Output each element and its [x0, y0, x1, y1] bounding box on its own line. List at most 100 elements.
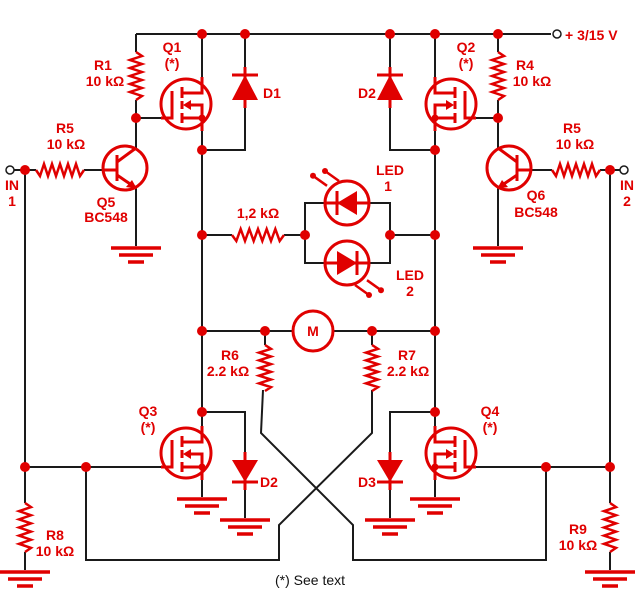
- junction-dot: [605, 165, 615, 175]
- resistor-r4: [488, 50, 508, 102]
- transistor-q6: [485, 144, 533, 192]
- bjt-collector: [116, 146, 137, 164]
- motor-label: M: [307, 323, 319, 339]
- mosfet-arrow: [446, 449, 454, 459]
- q1-note: (*): [165, 55, 180, 71]
- junction-dot: [430, 145, 440, 155]
- r1-value: 10 kΩ: [86, 73, 124, 89]
- junction-dot: [240, 29, 250, 39]
- resistor-zigzag: [254, 343, 276, 393]
- diode-triangle: [232, 460, 258, 482]
- q5-type: BC548: [84, 209, 128, 225]
- r8-value: 10 kΩ: [36, 543, 74, 559]
- resistor-r5-left: [34, 160, 86, 180]
- ground-q4: [410, 497, 460, 515]
- light-arrow-head: [378, 287, 384, 294]
- ground-q6: [473, 246, 523, 264]
- ground-q3: [177, 497, 227, 515]
- mosfet-q4: [424, 426, 478, 480]
- r6-value: 2.2 kΩ: [207, 363, 249, 379]
- q4-label: Q4: [481, 403, 500, 419]
- q2-note: (*): [459, 55, 474, 71]
- mosfet-body-link: [188, 452, 204, 467]
- supply-label: + 3/15 V: [565, 27, 618, 43]
- resistor-r7: [361, 343, 383, 393]
- supply-terminal: [552, 29, 562, 39]
- resistor-r5-right: [550, 160, 602, 180]
- r8-label: R8: [46, 527, 64, 543]
- resistor-zigzag: [230, 225, 286, 245]
- bjt-arrow: [497, 180, 508, 189]
- ground-q5: [111, 246, 161, 264]
- q4-note: (*): [483, 419, 498, 435]
- ground-d3: [365, 518, 415, 536]
- r7-label: R7: [398, 347, 416, 363]
- mosfet-body: [424, 77, 478, 131]
- wire-d2bot: [202, 411, 246, 460]
- r5-left-label: R5: [56, 120, 74, 136]
- q6-label: Q6: [527, 187, 546, 203]
- resistor-led: [230, 225, 286, 245]
- mosfet-gate: [161, 91, 174, 120]
- diode-triangle: [377, 75, 403, 100]
- junction-dot: [430, 29, 440, 39]
- mosfet-gate: [463, 440, 476, 469]
- junction-dot: [197, 29, 207, 39]
- q3-label: Q3: [139, 403, 158, 419]
- in1-terminal: [5, 165, 15, 175]
- cross-r7-q3: [85, 390, 373, 561]
- r4-value: 10 kΩ: [513, 73, 551, 89]
- led-1: [310, 168, 371, 227]
- junction-dot: [541, 462, 551, 472]
- mosfet-dot: [431, 114, 439, 122]
- resistor-r8: [15, 501, 35, 554]
- junction-dot: [300, 230, 310, 240]
- led-triangle: [337, 191, 357, 215]
- junction-dot: [20, 462, 30, 472]
- resistor-zigzag: [15, 501, 35, 554]
- d2-top-label: D2: [358, 85, 376, 101]
- mosfet-body: [159, 77, 213, 131]
- in2-num: 2: [623, 193, 631, 209]
- r4-label: R4: [516, 57, 534, 73]
- led-triangle: [337, 251, 357, 275]
- resistor-zigzag: [488, 50, 508, 102]
- ground-r8: [0, 570, 50, 588]
- q5-label: Q5: [97, 194, 116, 210]
- q2-label: Q2: [457, 39, 476, 55]
- led1-num: 1: [384, 178, 392, 194]
- mosfet-body: [424, 426, 478, 480]
- mosfet-gate: [463, 91, 476, 120]
- mosfet-arrow: [183, 100, 191, 110]
- junction-dot: [430, 230, 440, 240]
- led2-num: 2: [406, 283, 414, 299]
- q3-note: (*): [141, 419, 156, 435]
- bjt-body: [485, 144, 533, 192]
- mosfet-dot: [198, 463, 206, 471]
- led2-label: LED: [396, 267, 424, 283]
- r5-right-value: 10 kΩ: [556, 136, 594, 152]
- diode-d2-bottom: [232, 452, 258, 490]
- mosfet-arrow: [446, 100, 454, 110]
- mosfet-dot: [198, 114, 206, 122]
- d2-bottom-label: D2: [260, 474, 278, 490]
- mosfet-drain: [433, 426, 455, 444]
- mosfet-drain: [182, 426, 204, 444]
- diode-triangle: [232, 75, 258, 100]
- in1-num: 1: [8, 193, 16, 209]
- resistor-r6: [254, 343, 276, 393]
- d3-label: D3: [358, 474, 376, 490]
- resistor-zigzag: [126, 50, 146, 102]
- mosfet-body-link: [433, 452, 449, 467]
- mosfet-gate: [161, 440, 174, 469]
- r7-value: 2.2 kΩ: [387, 363, 429, 379]
- mosfet-body-link: [188, 103, 204, 118]
- junction-dot: [197, 230, 207, 240]
- components: [0, 29, 635, 588]
- junction-dot: [20, 165, 30, 175]
- rled-value: 1,2 kΩ: [237, 205, 279, 221]
- q6-type: BC548: [514, 204, 558, 220]
- diode-d1: [232, 67, 258, 108]
- junction-dot: [197, 407, 207, 417]
